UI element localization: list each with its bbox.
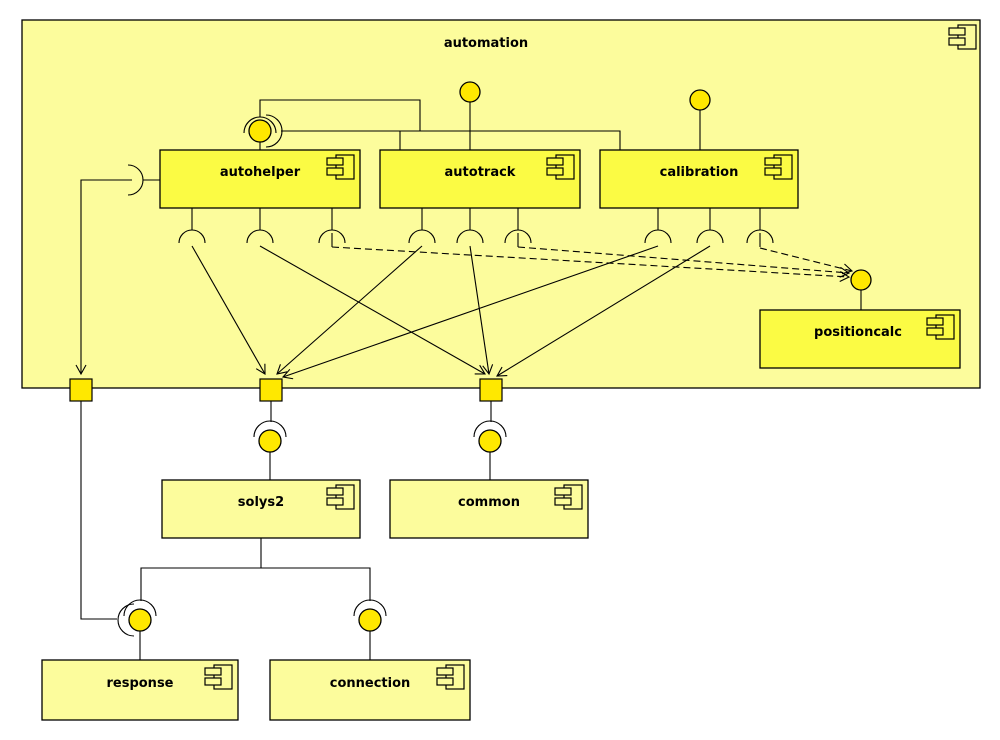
dependency-autotrack-positioncalc xyxy=(517,246,851,278)
component-common: common xyxy=(389,479,589,539)
component-label: positioncalc xyxy=(814,325,902,340)
required-socket-autohelper-left xyxy=(127,164,144,196)
interface-balls xyxy=(128,81,872,632)
component-label: common xyxy=(458,495,520,510)
component-icon xyxy=(926,314,955,340)
component-calibration: calibration xyxy=(599,149,799,209)
component-icon xyxy=(554,484,583,510)
component-connection: connection xyxy=(269,659,471,721)
socket-arc xyxy=(318,229,346,244)
component-icon xyxy=(948,24,977,50)
diagram-wires xyxy=(75,99,862,660)
component-label: autotrack xyxy=(445,165,516,180)
component-icon xyxy=(436,664,465,690)
ball-interface-icon-positioncalc xyxy=(850,269,872,291)
component-icon xyxy=(764,154,793,180)
connector-calibration-port2 xyxy=(281,245,659,380)
socket-arc xyxy=(696,229,724,244)
component-icon xyxy=(204,664,233,690)
component-solys2: solys2 xyxy=(161,479,361,539)
port-square-icon xyxy=(479,378,503,402)
socket-arc xyxy=(178,229,206,244)
socket-arc-common xyxy=(473,420,507,438)
assembly-wire-top-lower xyxy=(281,130,621,150)
socket-arc xyxy=(746,229,774,244)
socket-arc-over-ball xyxy=(243,116,277,134)
ball-interface-icon-connection xyxy=(358,608,382,632)
socket-arc xyxy=(456,229,484,244)
ball-interface-icon-calibration xyxy=(689,89,711,111)
socket-arc-connection-top xyxy=(353,599,387,617)
dependency-calibration-positioncalc xyxy=(759,247,854,275)
connector-autohelper-port3 xyxy=(259,245,486,375)
connector-calibration-port3 xyxy=(496,245,711,377)
dependency-autohelper-positioncalc xyxy=(331,246,851,282)
socket-arc xyxy=(504,229,532,244)
component-icon xyxy=(546,154,575,180)
component-label: calibration xyxy=(660,165,739,180)
port-square-icon xyxy=(69,378,93,402)
socket-arc xyxy=(408,229,436,244)
ball-interface-icon-autotrack xyxy=(459,81,481,103)
solys2-split-wire xyxy=(140,567,371,601)
connector-autotrack-port2 xyxy=(276,245,423,375)
component-label: solys2 xyxy=(238,495,284,510)
component-autotrack: autotrack xyxy=(379,149,581,209)
component-response: response xyxy=(41,659,239,721)
socket-arc-response-left xyxy=(117,603,135,637)
component-label: connection xyxy=(330,676,411,691)
component-label: response xyxy=(106,676,173,691)
ball-interface-icon-autohelper xyxy=(248,119,272,143)
connector-autotrack-port3 xyxy=(469,245,494,376)
ball-interface-icon-response xyxy=(128,608,152,632)
socket-arc-solys2 xyxy=(253,420,287,438)
component-icon xyxy=(326,484,355,510)
wire-port1-to-response-socket xyxy=(80,401,117,620)
socket-arc xyxy=(644,229,672,244)
ball-interface-icon-common xyxy=(478,429,502,453)
assembly-wire-top-upper xyxy=(259,99,421,131)
socket-arc xyxy=(246,229,274,244)
port-square-icon xyxy=(259,378,283,402)
ball-interface-icon-solys2 xyxy=(258,429,282,453)
automation-label: automation xyxy=(444,36,528,51)
component-label: autohelper xyxy=(220,165,301,180)
socket-arc-right-of-ball xyxy=(265,114,283,148)
socket-arc-response-top xyxy=(123,599,157,617)
component-positioncalc: positioncalc xyxy=(759,309,961,369)
component-icon xyxy=(326,154,355,180)
ports xyxy=(69,378,503,402)
wire-left-socket-to-port1 xyxy=(75,179,132,376)
component-autohelper: autohelper xyxy=(159,149,361,209)
connector-autohelper-port2 xyxy=(191,245,266,375)
